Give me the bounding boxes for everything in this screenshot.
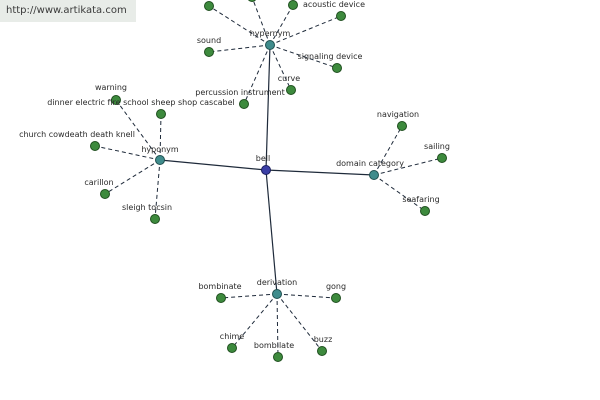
leaf-label-gong: gong: [326, 282, 346, 291]
leaf-node-chime[interactable]: [227, 343, 237, 353]
leaf-label-bombilate: bombilate: [254, 341, 294, 350]
nodes-layer: [90, 0, 447, 362]
leaf-label-signaling-device: signaling device: [298, 52, 363, 61]
leaf-node-navigation[interactable]: [397, 121, 407, 131]
leaf-node-carillon[interactable]: [100, 189, 110, 199]
leaf-label-buzz: buzz: [314, 335, 333, 344]
edge-hyponym-warning: [115, 99, 161, 161]
leaf-node-acoustic-device[interactable]: [336, 11, 346, 21]
leaf-label-sound: sound: [197, 36, 221, 45]
leaf-node-partial[interactable]: [288, 0, 298, 10]
dashed-edge-extra: [269, 4, 294, 46]
relation-node-hypernym[interactable]: [265, 40, 275, 50]
edge-derivation-bombilate: [276, 293, 279, 358]
relation-node-hyponym[interactable]: [155, 155, 165, 165]
relation-label-hyponym: hyponym: [141, 145, 179, 154]
leaf-node-partial[interactable]: [204, 1, 214, 11]
leaf-label-sleigh-tocsin: sleigh tocsin: [122, 203, 172, 212]
relation-label-domain-category: domain category: [336, 159, 404, 168]
leaf-node-sound[interactable]: [204, 47, 214, 57]
leaf-label-church-cowdeath-death-knell: church cowdeath death knell: [19, 130, 135, 139]
dashed-edge-extra: [252, 0, 271, 46]
leaf-label-dinner-electric-fire-school-sheep-shop-cascabel: dinner electric fire school sheep shop c…: [47, 98, 235, 107]
leaf-label-seafaring: seafaring: [402, 195, 439, 204]
edge-hyponym-carillon: [104, 159, 161, 195]
edge-hypernym-acoustic-device: [269, 15, 342, 46]
edge-derivation-chime: [231, 293, 278, 349]
leaf-node-bombinate[interactable]: [216, 293, 226, 303]
edge-center-hypernym: [265, 44, 271, 171]
relation-node-derivation[interactable]: [272, 289, 282, 299]
labels-layer: acoustic device sound signaling device perc…: [19, 0, 450, 350]
leaf-label-sailing: sailing: [424, 142, 450, 151]
leaf-label-acoustic-device: acoustic device: [303, 0, 365, 9]
relation-label-hypernym: hypernym: [250, 29, 291, 38]
leaf-node-sailing[interactable]: [437, 153, 447, 163]
leaf-node-church-cowdeath-death-knell[interactable]: [90, 141, 100, 151]
leaf-label-navigation: navigation: [377, 110, 419, 119]
leaf-node-buzz[interactable]: [317, 346, 327, 356]
edge-domain-category-navigation: [373, 125, 403, 176]
edge-derivation-buzz: [276, 293, 323, 352]
leaf-node-gong[interactable]: [331, 293, 341, 303]
leaf-node-seafaring[interactable]: [420, 206, 430, 216]
edge-hypernym-curve: [269, 44, 292, 91]
edge-domain-category-seafaring: [373, 174, 426, 212]
edge-hypernym-signaling-device: [269, 44, 338, 69]
edge-center-derivation: [265, 169, 278, 295]
leaf-node-sleigh-tocsin[interactable]: [150, 214, 160, 224]
leaf-node-signaling-device[interactable]: [332, 63, 342, 73]
center-label: bell: [256, 154, 270, 163]
leaf-node-percussion-instrument[interactable]: [239, 99, 249, 109]
leaf-label-bombinate: bombinate: [198, 282, 241, 291]
leaf-label-percussion-instrument: percussion instrument: [195, 88, 285, 97]
edge-center-hyponym: [159, 159, 267, 171]
edge-derivation-bombinate: [220, 293, 278, 299]
leaf-node-warning[interactable]: [111, 95, 121, 105]
dashed-edge-extra: [208, 5, 271, 46]
leaf-label-chime: chime: [220, 332, 244, 341]
watermark-url: http://www.artikata.com: [0, 0, 136, 22]
leaf-label-carillon: carillon: [84, 178, 113, 187]
relation-node-domain-category[interactable]: [369, 170, 379, 180]
leaf-node-dinner-electric-fire-school-sheep-shop-cascabel[interactable]: [156, 109, 166, 119]
leaf-node-partial[interactable]: [248, 0, 257, 2]
leaf-label-curve: curve: [278, 74, 300, 83]
edge-hyponym-dinner-electric-fire-school-sheep-shop-cascabel: [159, 113, 162, 161]
edge-hyponym-sleigh-tocsin: [154, 159, 161, 220]
leaf-node-bombilate[interactable]: [273, 352, 283, 362]
edges-layer: [94, 0, 443, 358]
relation-label-derivation: derivation: [257, 278, 297, 287]
edge-hypernym-percussion-instrument: [243, 44, 271, 105]
edge-derivation-gong: [276, 293, 337, 299]
edge-domain-category-sailing: [373, 157, 443, 176]
leaf-label-warning: warning: [95, 83, 127, 92]
leaf-node-curve[interactable]: [286, 85, 296, 95]
edge-hypernym-sound: [208, 44, 271, 53]
center-node-bell[interactable]: [261, 165, 271, 175]
edge-center-domain-category: [265, 169, 375, 176]
